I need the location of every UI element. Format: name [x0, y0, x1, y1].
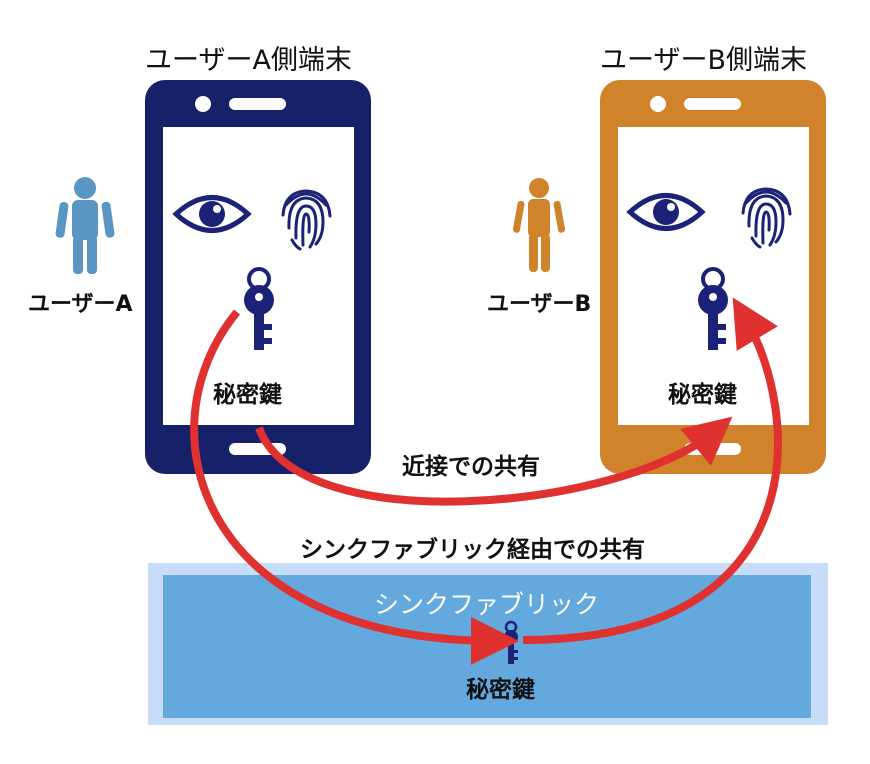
- device-a-title: ユーザーA側端末: [145, 45, 352, 76]
- user-b-icon: [512, 178, 566, 272]
- key-icon: [244, 267, 274, 350]
- eye-icon: [626, 193, 706, 231]
- proximity-arrow: [255, 416, 733, 506]
- sync-path-label: シンクファブリック経由での共有: [300, 537, 645, 563]
- user-b-label: ユーザーB: [487, 292, 592, 317]
- sync-download-arrow: [522, 297, 782, 644]
- key-icon: [698, 267, 728, 350]
- device-b-title: ユーザーB側端末: [600, 45, 807, 76]
- user-a-icon: [55, 177, 115, 274]
- sync-fabric-title: シンクファブリック: [374, 590, 600, 619]
- device-b: [600, 80, 826, 474]
- device-a: [145, 80, 371, 474]
- user-a-label: ユーザーA: [28, 292, 133, 317]
- fingerprint-icon: [741, 187, 792, 249]
- sync-fabric-key-label: 秘密鍵: [466, 677, 535, 703]
- device-b-key-label: 秘密鍵: [668, 382, 737, 408]
- eye-icon: [172, 195, 252, 233]
- device-a-key-label: 秘密鍵: [213, 382, 282, 408]
- sync-upload-arrow: [190, 309, 519, 665]
- fingerprint-icon: [281, 189, 332, 251]
- proximity-label: 近接での共有: [402, 454, 540, 480]
